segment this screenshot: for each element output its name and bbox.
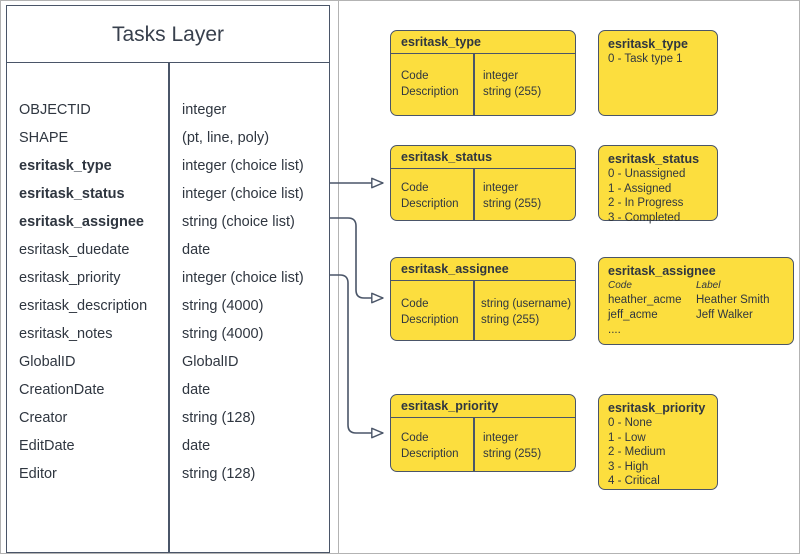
field-type: string (128) [182,410,256,426]
field-name: GlobalID [19,354,76,370]
schema-field: Code [401,70,429,82]
field-type: integer [182,102,227,118]
schema-box-title: esritask_assignee [391,258,575,281]
value-box-title: esritask_assignee [608,264,716,278]
value-box-title: esritask_status [608,152,700,166]
field-name: CreationDate [19,382,105,398]
schema-box-left-column: Code Description [401,430,459,462]
value-box-title: esritask_priority [608,401,706,415]
assignee-label: Heather Smith [696,294,770,306]
value-box-esritask-assignee: esritask_assignee Code Label heather_acme… [598,257,794,345]
value-item: 0 - Unassigned [608,168,686,180]
field-type: integer (choice list) [182,186,304,202]
value-item: 1 - Assigned [608,182,672,195]
value-item: 0 - Task type 1 [608,53,683,65]
value-box-title: esritask_type [608,37,688,51]
page-title: Tasks Layer [7,6,329,63]
value-box-esritask-type: esritask_type 0 - Task type 1 [598,30,718,116]
field-name: esritask_notes [19,326,113,342]
schema-box-divider [473,281,475,340]
value-box-grid-header: Code Label [608,279,793,293]
schema-field: Description [401,198,459,210]
value-grid-row: jeff_acme Jeff Walker [608,308,793,323]
schema-type: string (255) [483,86,542,98]
schema-box-left-column: Code Description [401,68,459,100]
field-name: OBJECTID [19,102,91,118]
value-box-esritask-priority: esritask_priority 0 - None 1 - Low 2 - M… [598,394,718,490]
schema-type: string (255) [481,314,540,326]
field-name: esritask_assignee [19,214,144,230]
layer-column-divider [168,63,170,552]
field-name: esritask_type [19,158,112,174]
schema-box-esritask-status: esritask_status Code Description integer… [390,145,576,221]
field-type: (pt, line, poly) [182,130,270,146]
field-type: integer (choice list) [182,158,304,174]
schema-box-right-column: integer string (255) [483,430,541,462]
schema-box-esritask-priority: esritask_priority Code Description integ… [390,394,576,472]
schema-box-title: esritask_type [391,31,575,54]
field-name: Creator [19,410,68,426]
value-grid-row: heather_acme Heather Smith [608,293,793,308]
field-name: esritask_description [19,298,148,314]
field-type: date [182,438,211,454]
field-name-column: OBJECTID SHAPE esritask_type esritask_st… [7,63,168,488]
field-type-column: integer (pt, line, poly) integer (choice… [170,63,331,488]
grid-header-code: Code [608,280,632,291]
field-type: integer (choice list) [182,270,304,286]
value-item: 3 - Completed [608,211,681,224]
field-type: string (4000) [182,298,264,314]
field-type: date [182,242,211,258]
assignee-label: Jeff Walker [696,309,753,321]
assignee-code: heather_acme [608,294,682,306]
schema-box-left-column: Code Description [401,180,459,212]
field-type: GlobalID [182,354,239,370]
field-type: string (4000) [182,326,264,342]
value-item: 4 - Critical [608,475,660,487]
schema-box-title: esritask_priority [391,395,575,418]
grid-header-label: Label [696,280,721,291]
schema-box-right-column: string (username) string (255) [481,296,571,328]
tasks-layer-table: Tasks Layer OBJECTID SHAPE esritask_type… [6,5,330,553]
schema-field: Code [401,298,429,310]
schema-box-right-column: integer string (255) [483,180,541,212]
schema-box-right-column: integer string (255) [483,68,541,100]
schema-box-esritask-assignee: esritask_assignee Code Description strin… [390,257,576,341]
value-grid-ellipsis: .... [608,324,621,336]
value-item: 1 - Low [608,431,646,444]
field-name: esritask_status [19,186,125,202]
schema-type: string (255) [483,198,542,210]
field-name: esritask_priority [19,270,121,286]
schema-field: Code [401,182,429,194]
schema-field: Description [401,86,459,98]
schema-box-divider [473,418,475,471]
value-item: 0 - None [608,417,653,429]
schema-box-esritask-type: esritask_type Code Description integer s… [390,30,576,116]
value-item: 2 - In Progress [608,197,684,209]
field-name: esritask_duedate [19,242,130,258]
schema-box-title: esritask_status [391,146,575,169]
assignee-code: jeff_acme [608,309,658,321]
schema-type: string (username) [481,298,572,310]
schema-type: integer [483,432,519,444]
field-name: EditDate [19,438,75,454]
schema-type: integer [483,182,519,194]
schema-field: Description [401,314,459,326]
value-item: 3 - High [608,460,649,473]
value-item: 2 - Medium [608,446,666,458]
schema-field: Description [401,448,459,460]
schema-box-divider [473,169,475,220]
field-type: string (128) [182,466,256,482]
value-box-esritask-status: esritask_status 0 - Unassigned 1 - Assig… [598,145,718,224]
schema-type: string (255) [483,448,542,460]
field-name: Editor [19,466,57,482]
schema-field: Code [401,432,429,444]
field-type: date [182,382,211,398]
field-name: SHAPE [19,130,69,146]
schema-box-left-column: Code Description [401,296,459,328]
schema-box-divider [473,54,475,115]
schema-type: integer [483,70,519,82]
field-type: string (choice list) [182,214,295,230]
panel-divider [338,1,339,554]
